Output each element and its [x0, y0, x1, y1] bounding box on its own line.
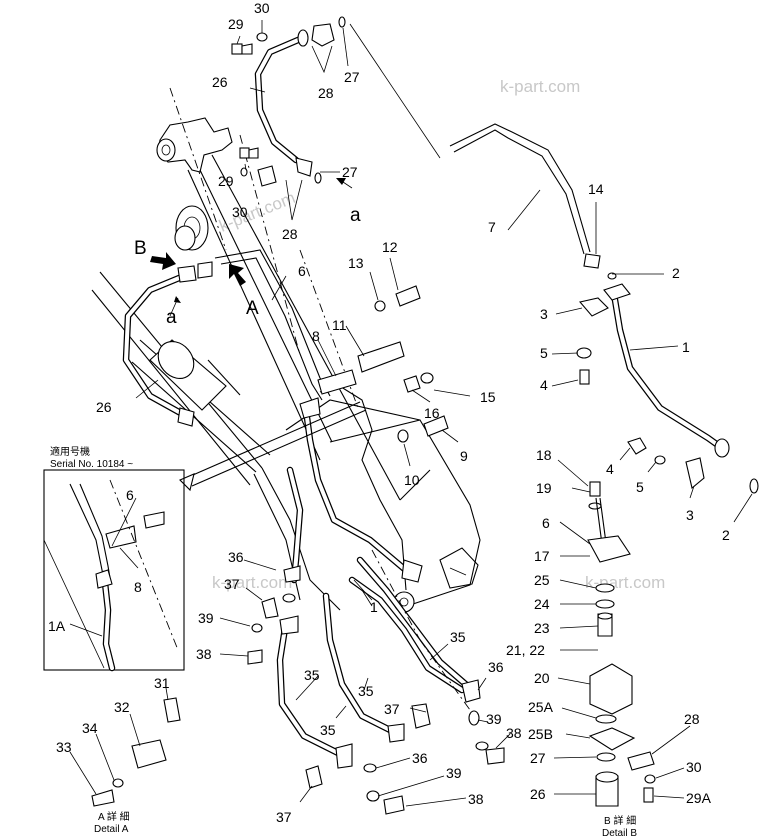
callout-3-top: 3	[540, 306, 548, 322]
detail-captions: 適用号機 Serial No. 10184 ~ A 詳 細 Detail A B…	[50, 445, 637, 839]
callout-25: 25	[534, 572, 550, 588]
callout-35-d: 35	[320, 722, 336, 738]
callout-18: 18	[536, 447, 552, 463]
callout-37-bottom: 37	[276, 809, 292, 825]
detail-b-caption-jp: B 詳 細	[604, 814, 636, 827]
callout-5-top: 5	[540, 345, 548, 361]
callout-12: 12	[382, 239, 398, 255]
callout-6-detail: 6	[126, 487, 134, 503]
callout-29-top: 29	[228, 16, 244, 32]
detail-a-box	[43, 469, 185, 672]
callout-6-main: 6	[298, 263, 306, 279]
callout-39-bottom: 39	[446, 765, 462, 781]
callout-8-detail: 8	[134, 579, 142, 595]
callout-29-mid: 29	[218, 173, 234, 189]
callout-35-c: 35	[358, 683, 374, 699]
callout-35-b: 35	[304, 667, 320, 683]
callout-labels: 29 30 27 28 26 29 30 27 28 a 7 14 2 12 1…	[48, 0, 730, 825]
callout-7: 7	[488, 219, 496, 235]
callout-4-top: 4	[540, 377, 548, 393]
leader-lines	[69, 20, 753, 807]
callout-11: 11	[332, 317, 347, 333]
callout-21-22: 21, 22	[506, 642, 545, 658]
callout-25B: 25B	[528, 726, 553, 742]
watermark-top-right: k-part.com	[500, 77, 580, 96]
callout-36-right: 36	[488, 659, 504, 675]
callout-27-top: 27	[344, 69, 360, 85]
callout-1-center: 1	[370, 599, 378, 615]
callout-33: 33	[56, 739, 72, 755]
callout-30-b: 30	[686, 759, 702, 775]
callout-1A: 1A	[48, 618, 66, 634]
callout-20: 20	[534, 670, 550, 686]
callout-2-right: 2	[722, 527, 730, 543]
callout-24: 24	[534, 596, 550, 612]
callout-38-bottom: 38	[468, 791, 484, 807]
callout-30-top: 30	[254, 0, 270, 16]
callout-35-a: 35	[450, 629, 466, 645]
callout-19: 19	[536, 480, 552, 496]
callout-37-left: 37	[224, 576, 240, 592]
callout-23: 23	[534, 620, 550, 636]
detail-a-serial-label-jp: 適用号機	[50, 445, 90, 458]
callout-1-right: 1	[682, 339, 690, 355]
callout-27-mid: 27	[342, 164, 358, 180]
callout-38-right: 38	[506, 725, 522, 741]
callout-36-bottom: 36	[412, 750, 428, 766]
callout-27-b: 27	[530, 750, 546, 766]
detail-a-serial-label: Serial No. 10184 ~	[50, 459, 133, 470]
callout-a-left: a	[166, 307, 177, 328]
callout-38-left: 38	[196, 646, 212, 662]
callout-28-top: 28	[318, 85, 334, 101]
callout-A-view: A	[246, 298, 259, 319]
callout-10: 10	[404, 472, 420, 488]
detail-a-frame	[43, 469, 185, 671]
callout-39-left: 39	[198, 610, 214, 626]
fittings	[91, 16, 759, 815]
callout-26-left: 26	[96, 399, 112, 415]
callout-17: 17	[534, 548, 550, 564]
callout-16: 16	[424, 405, 440, 421]
callout-26-b: 26	[530, 786, 546, 802]
callout-34: 34	[82, 720, 98, 736]
detail-b-caption: Detail B	[602, 828, 637, 839]
view-arrows	[150, 178, 353, 317]
callout-26-top: 26	[212, 74, 228, 90]
callout-29A: 29A	[686, 790, 712, 806]
callout-36-left: 36	[228, 549, 244, 565]
callout-13: 13	[348, 255, 364, 271]
callout-15: 15	[480, 389, 496, 405]
callout-25A: 25A	[528, 699, 554, 715]
callout-28-mid: 28	[282, 226, 298, 242]
detail-a-caption-jp: A 詳 細	[98, 810, 130, 823]
detail-b-assembly	[587, 481, 656, 807]
callout-14: 14	[588, 181, 604, 197]
detail-a-caption: Detail A	[94, 824, 129, 835]
callout-37-right: 37	[384, 701, 400, 717]
callout-8-main: 8	[312, 328, 320, 344]
watermark-center: k-part.com	[212, 573, 292, 592]
callout-B-view: B	[134, 238, 147, 259]
callout-5-right: 5	[636, 479, 644, 495]
callout-39-right: 39	[486, 711, 502, 727]
callout-9: 9	[460, 448, 468, 464]
callout-31: 31	[154, 675, 170, 691]
callout-32: 32	[114, 699, 130, 715]
callout-3-right: 3	[686, 507, 694, 523]
callout-a-top: a	[350, 205, 361, 226]
callout-28-b: 28	[684, 711, 700, 727]
callout-4-right: 4	[606, 461, 614, 477]
callout-30-mid: 30	[232, 204, 248, 220]
callout-2-top: 2	[672, 265, 680, 281]
callout-6-b: 6	[542, 515, 550, 531]
